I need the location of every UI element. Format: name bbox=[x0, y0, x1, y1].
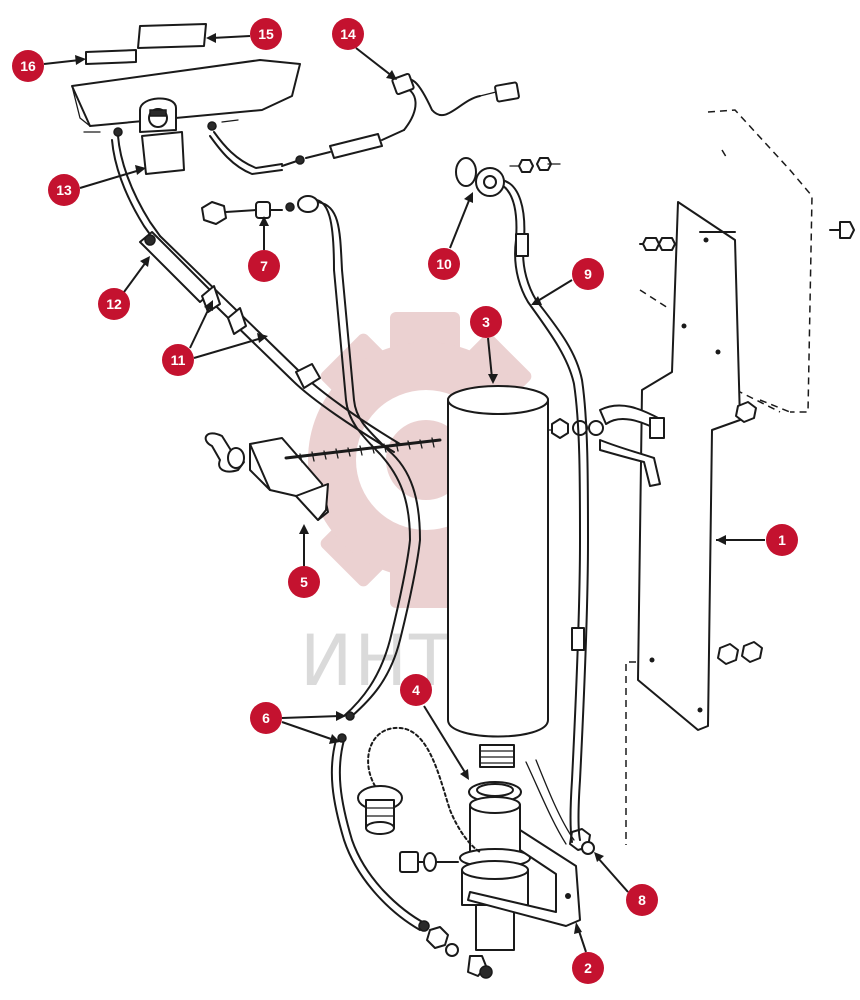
tank-strap-bracket bbox=[249, 437, 329, 521]
fuel-line-lower bbox=[330, 739, 427, 931]
vehicle-panel-outline bbox=[625, 109, 813, 845]
switch-wire-right bbox=[209, 131, 305, 175]
callout-1[interactable]: 1 bbox=[766, 524, 798, 556]
callout-12[interactable]: 12 bbox=[98, 288, 130, 320]
inline-fuse-holder bbox=[305, 129, 405, 159]
mounting-plate bbox=[637, 201, 741, 731]
callout-2[interactable]: 2 bbox=[572, 952, 604, 984]
tank-clamp bbox=[599, 404, 665, 487]
callout-11[interactable]: 11 bbox=[162, 344, 194, 376]
svg-text:6: 6 bbox=[262, 710, 270, 726]
callout-10[interactable]: 10 bbox=[428, 248, 460, 280]
svg-text:12: 12 bbox=[106, 296, 122, 312]
filler-adapter bbox=[459, 796, 531, 951]
adapter-bolt bbox=[399, 851, 459, 873]
inline-fitting-group bbox=[201, 195, 319, 225]
tank-outlet bbox=[468, 744, 522, 803]
callout-6[interactable]: 6 bbox=[250, 702, 282, 734]
callout-7[interactable]: 7 bbox=[248, 250, 280, 282]
svg-text:9: 9 bbox=[584, 266, 592, 282]
switch-wire-left bbox=[111, 135, 161, 241]
switch-body bbox=[139, 97, 185, 175]
svg-text:13: 13 bbox=[56, 182, 72, 198]
filler-bracket bbox=[467, 829, 581, 927]
wing-nut bbox=[204, 432, 245, 473]
plate-bolts bbox=[639, 221, 855, 665]
svg-text:2: 2 bbox=[584, 960, 592, 976]
svg-text:15: 15 bbox=[258, 26, 274, 42]
svg-text:8: 8 bbox=[638, 892, 646, 908]
conduit-clips bbox=[201, 285, 321, 389]
filler-cap bbox=[357, 785, 403, 835]
svg-text:4: 4 bbox=[412, 682, 420, 698]
callout-8[interactable]: 8 bbox=[626, 884, 658, 916]
callout-13[interactable]: 13 bbox=[48, 174, 80, 206]
callout-16[interactable]: 16 bbox=[12, 50, 44, 82]
bracket-bolt bbox=[569, 828, 595, 855]
decal bbox=[137, 23, 207, 49]
svg-text:16: 16 bbox=[20, 58, 36, 74]
callout-15[interactable]: 15 bbox=[250, 18, 282, 50]
switch-screws bbox=[83, 119, 239, 137]
threaded-rod bbox=[284, 437, 442, 463]
cap-chain bbox=[367, 726, 481, 853]
callouts: 1 2 3 4 5 bbox=[12, 18, 798, 984]
fuel-tank bbox=[447, 385, 557, 738]
svg-text:5: 5 bbox=[300, 574, 308, 590]
svg-text:10: 10 bbox=[436, 256, 452, 272]
pigtail-connector bbox=[391, 72, 520, 131]
fuel-line-fittings bbox=[337, 711, 493, 979]
tank-mount-hardware bbox=[551, 418, 604, 439]
svg-text:3: 3 bbox=[482, 314, 490, 330]
ground-terminal bbox=[455, 157, 505, 197]
fuel-line-main bbox=[309, 198, 421, 717]
svg-text:11: 11 bbox=[171, 352, 186, 368]
switch-mount-plate bbox=[71, 59, 301, 127]
callout-4[interactable]: 4 bbox=[400, 674, 432, 706]
callout-3[interactable]: 3 bbox=[470, 306, 502, 338]
svg-text:14: 14 bbox=[340, 26, 356, 42]
ground-wire bbox=[495, 179, 589, 843]
callout-9[interactable]: 9 bbox=[572, 258, 604, 290]
conduit-sleeve bbox=[139, 231, 213, 303]
sender-wire bbox=[525, 759, 575, 845]
callout-5[interactable]: 5 bbox=[288, 566, 320, 598]
terminal-screws bbox=[509, 157, 561, 173]
svg-text:7: 7 bbox=[260, 258, 268, 274]
callout-14[interactable]: 14 bbox=[332, 18, 364, 50]
svg-text:1: 1 bbox=[778, 532, 786, 548]
label-plate bbox=[85, 49, 137, 65]
